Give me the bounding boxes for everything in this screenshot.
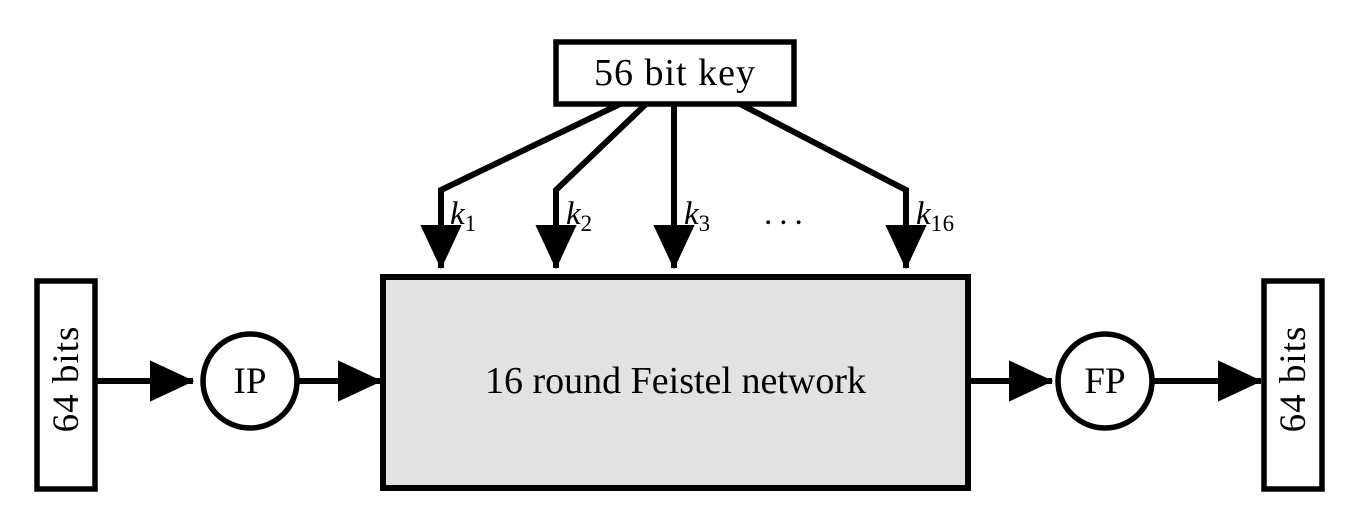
subkey-ellipsis: ... <box>764 196 810 232</box>
output-block-rect <box>1261 278 1325 492</box>
subkey-label-k2: k2 <box>566 196 593 237</box>
subkey-subscript: 3 <box>698 210 711 236</box>
subkey-subscript: 2 <box>580 210 593 236</box>
subkey-symbol: k <box>450 196 465 232</box>
edge-key-to-subkey-16 <box>738 101 927 270</box>
subkey-symbol: k <box>916 196 931 232</box>
edge-key-to-subkey-2 <box>535 101 649 270</box>
subkey-label-k3: k3 <box>684 196 711 237</box>
edge-key-to-subkey-1 <box>420 101 622 270</box>
subkey-label-k16: k16 <box>916 196 955 237</box>
subkey-subscript: 16 <box>930 210 955 236</box>
subkey-label-k1: k1 <box>450 196 477 237</box>
key-block-rect <box>553 39 797 107</box>
final-permutation-circle <box>1055 331 1155 431</box>
initial-permutation-circle <box>200 331 300 431</box>
subkey-subscript: 1 <box>464 210 477 236</box>
subkey-symbol: k <box>684 196 699 232</box>
subkey-symbol: k <box>566 196 581 232</box>
feistel-network-rect <box>380 274 971 491</box>
input-block-rect <box>34 278 98 492</box>
